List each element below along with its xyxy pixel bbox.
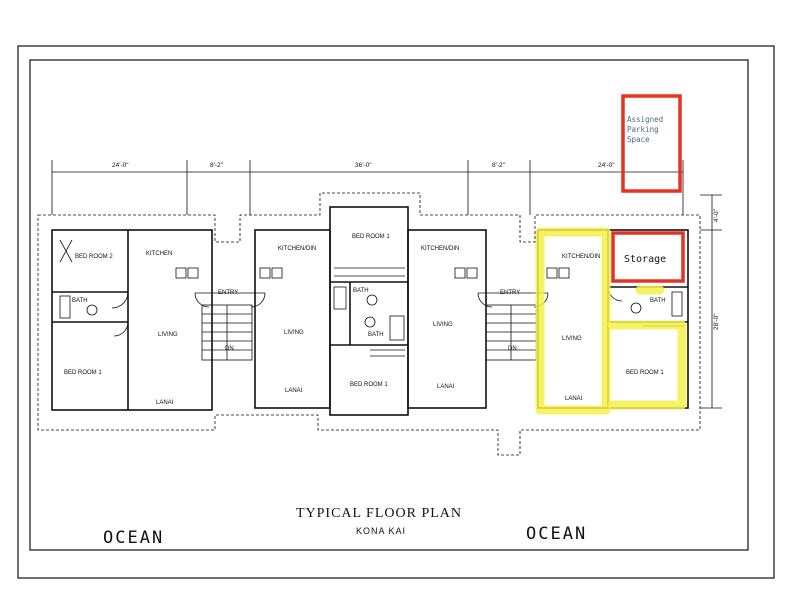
ocean-label-right: OCEAN bbox=[526, 524, 587, 544]
room-lanai-a: LANAI bbox=[156, 400, 174, 406]
room-bath-d: BATH bbox=[650, 298, 666, 304]
dim-24-right: 24'-0" bbox=[598, 162, 615, 169]
room-bath-b: BATH bbox=[353, 288, 369, 294]
dim-8-right: 8'-2" bbox=[492, 162, 506, 169]
stair-a bbox=[194, 292, 266, 361]
room-living-a: LIVING bbox=[158, 332, 178, 338]
inner-frame bbox=[29, 59, 749, 551]
parking-label-line1: Assigned bbox=[627, 115, 663, 124]
dim-4-vertical: 4'-0" bbox=[713, 208, 720, 222]
room-bath-c: BATH bbox=[368, 332, 384, 338]
parking-label-line2: Parking bbox=[627, 125, 659, 134]
room-bed-room-1-a: BED ROOM 1 bbox=[64, 370, 102, 376]
room-lanai-b: LANAI bbox=[285, 388, 303, 394]
room-bed-room-1-mid: BED ROOM 1 bbox=[350, 382, 388, 388]
room-lanai-c: LANAI bbox=[437, 384, 455, 390]
unit-a bbox=[51, 229, 213, 411]
room-living-d: LIVING bbox=[562, 336, 582, 342]
dimension-line-horizontal bbox=[51, 160, 684, 215]
plan-subtitle: KONA KAI bbox=[356, 526, 406, 536]
dim-24-left: 24'-0" bbox=[112, 162, 129, 169]
label-dn-a: DN bbox=[225, 346, 234, 352]
room-kitchen-din-c: KITCHEN/DIN bbox=[421, 246, 459, 252]
building-outline bbox=[37, 192, 701, 456]
label-dn-c: DN bbox=[508, 346, 517, 352]
room-bed-room-1-top: BED ROOM 1 bbox=[352, 234, 390, 240]
parking-label-line3: Space bbox=[627, 135, 650, 144]
unit-c bbox=[407, 229, 487, 409]
label-entry-c: ENTRY bbox=[500, 290, 520, 296]
room-kitchen-din-b: KITCHEN/DIN bbox=[278, 246, 316, 252]
label-entry-a: ENTRY bbox=[218, 290, 238, 296]
room-bath-a: BATH bbox=[72, 298, 88, 304]
outer-frame bbox=[17, 45, 775, 579]
storage-box bbox=[611, 231, 685, 283]
dim-8-left: 8'-2" bbox=[210, 162, 224, 169]
plan-title: TYPICAL FLOOR PLAN bbox=[296, 506, 462, 521]
room-living-c: LIVING bbox=[433, 322, 453, 328]
unit-b bbox=[254, 229, 331, 409]
parking-space-box bbox=[621, 94, 682, 193]
storage-label: Storage bbox=[624, 254, 666, 265]
room-lanai-d: LANAI bbox=[565, 396, 583, 402]
room-bed-room-1-d: BED ROOM 1 bbox=[626, 370, 664, 376]
room-living-b: LIVING bbox=[284, 330, 304, 336]
highlight-bedroom-area bbox=[607, 320, 687, 410]
room-kitchen-din-d: KITCHEN/DIN bbox=[562, 254, 600, 260]
dim-36: 36'-0" bbox=[355, 162, 372, 169]
room-bed-room-2: BED ROOM 2 bbox=[75, 254, 113, 260]
highlight-living-area bbox=[535, 227, 611, 415]
ocean-label-left: OCEAN bbox=[103, 528, 164, 548]
dim-28-vertical: 28'-0" bbox=[713, 313, 720, 330]
dimension-line-vertical bbox=[700, 194, 722, 409]
room-kitchen-a: KITCHEN bbox=[146, 251, 172, 257]
